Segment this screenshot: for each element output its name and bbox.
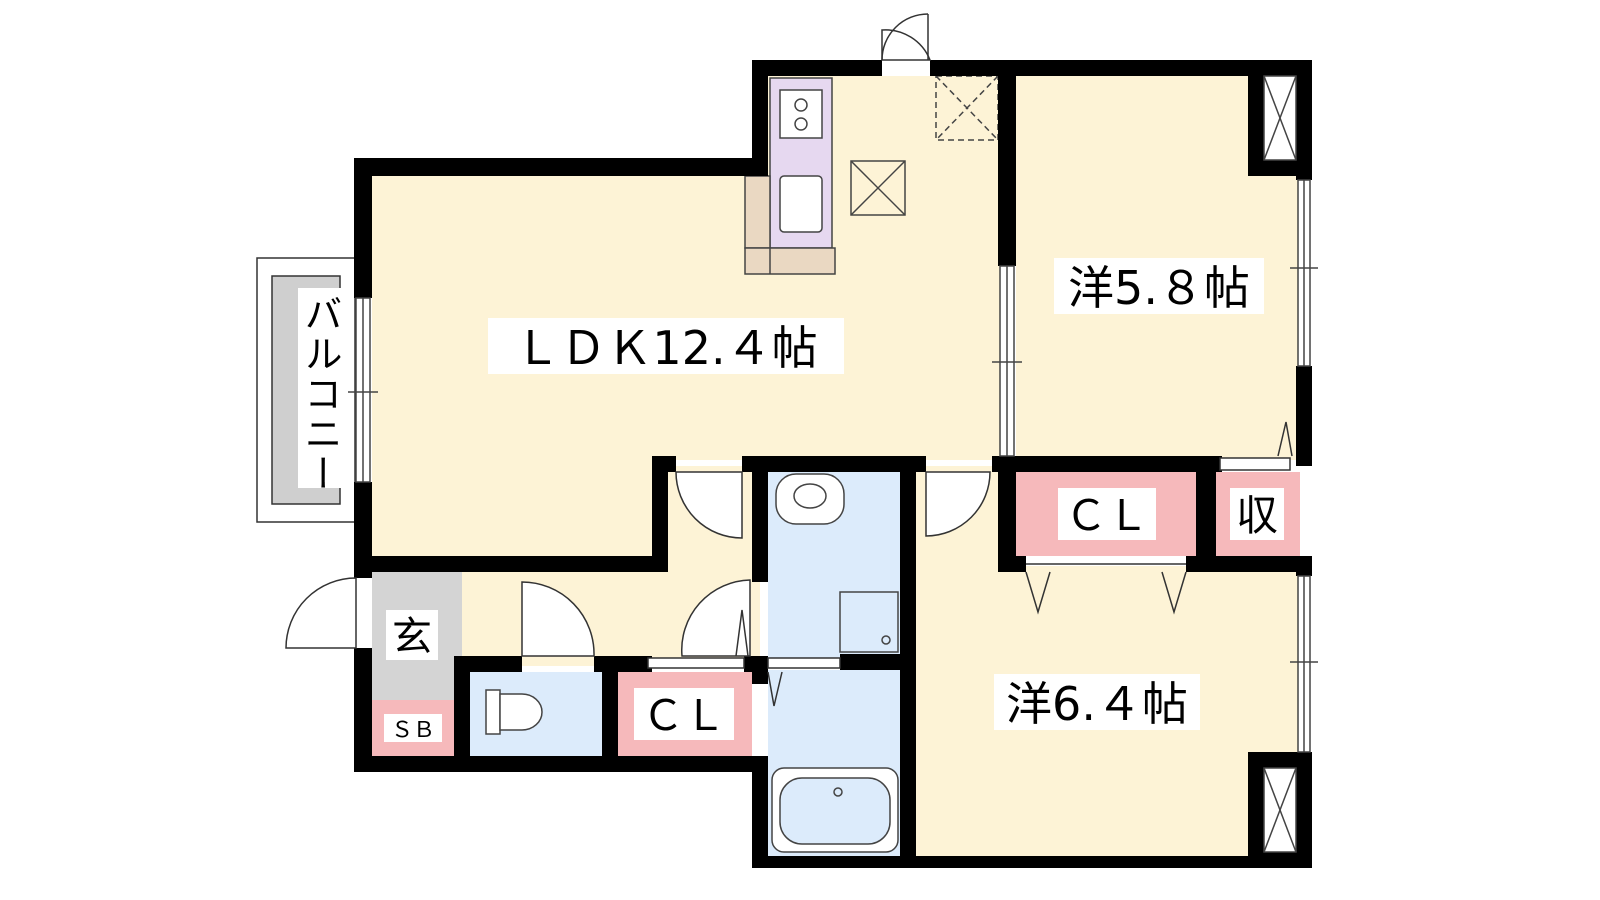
- door-top: [881, 29, 932, 61]
- door-toilet: [521, 581, 595, 657]
- washroom-fixtures: [485, 473, 899, 853]
- door-entrance: [285, 577, 357, 649]
- walls: [354, 60, 1312, 868]
- fold-door-5: [767, 671, 783, 707]
- burner-1: [794, 98, 808, 112]
- western-room-2-floor: [915, 466, 1301, 860]
- door-closet-lower: [680, 579, 751, 657]
- shoebox-label-bg: [384, 714, 442, 742]
- door-western2: [925, 471, 991, 537]
- fold-door-2: [1161, 571, 1187, 615]
- storage-label: 収: [1236, 491, 1278, 540]
- kitchen: [744, 77, 836, 275]
- closet-x-boxes: [1263, 75, 1297, 853]
- sink-icon: [779, 175, 823, 233]
- western1-label: 洋5.８帖: [1068, 261, 1250, 315]
- ldk-label-bg: [488, 318, 844, 374]
- stove-icon: [779, 89, 823, 139]
- windows: [348, 179, 1318, 753]
- shoebox-label: ＳＢ: [391, 718, 435, 743]
- western2-label-bg: [994, 674, 1200, 730]
- door-hall-ldk: [675, 471, 743, 539]
- entrance-label-bg: [386, 610, 438, 660]
- fold-door-3: [1277, 421, 1293, 457]
- closet2-label: ＣＬ: [642, 691, 726, 740]
- fold-door-4: [735, 609, 749, 657]
- storage-label-bg: [1230, 488, 1284, 540]
- entrance-label: 玄: [392, 614, 432, 660]
- closet2-label-bg: [634, 688, 734, 740]
- fold-door-1: [1025, 571, 1051, 615]
- toilet-icon: [485, 689, 501, 735]
- balcony-label: バルコニー: [298, 294, 342, 494]
- kitchen-cabinet: [744, 175, 771, 249]
- doors: [285, 13, 1293, 707]
- labels: ＬＤＫ12.４帖 洋5.８帖 洋6.４帖 ＣＬ 収 ＣＬ 玄 ＳＢ バルコニー: [298, 258, 1284, 743]
- western2-label: 洋6.４帖: [1006, 677, 1188, 731]
- closet1-label-bg: [1058, 488, 1156, 540]
- burner-2: [794, 117, 808, 131]
- closet1-label: ＣＬ: [1065, 491, 1149, 540]
- vent-box-1: [850, 160, 906, 216]
- ldk-label: ＬＤＫ12.４帖: [514, 321, 817, 375]
- western1-label-bg: [1054, 258, 1264, 314]
- kitchen-cabinet-base: [744, 247, 836, 275]
- washer-icon: [839, 591, 899, 653]
- balcony-label-bg: [298, 288, 342, 488]
